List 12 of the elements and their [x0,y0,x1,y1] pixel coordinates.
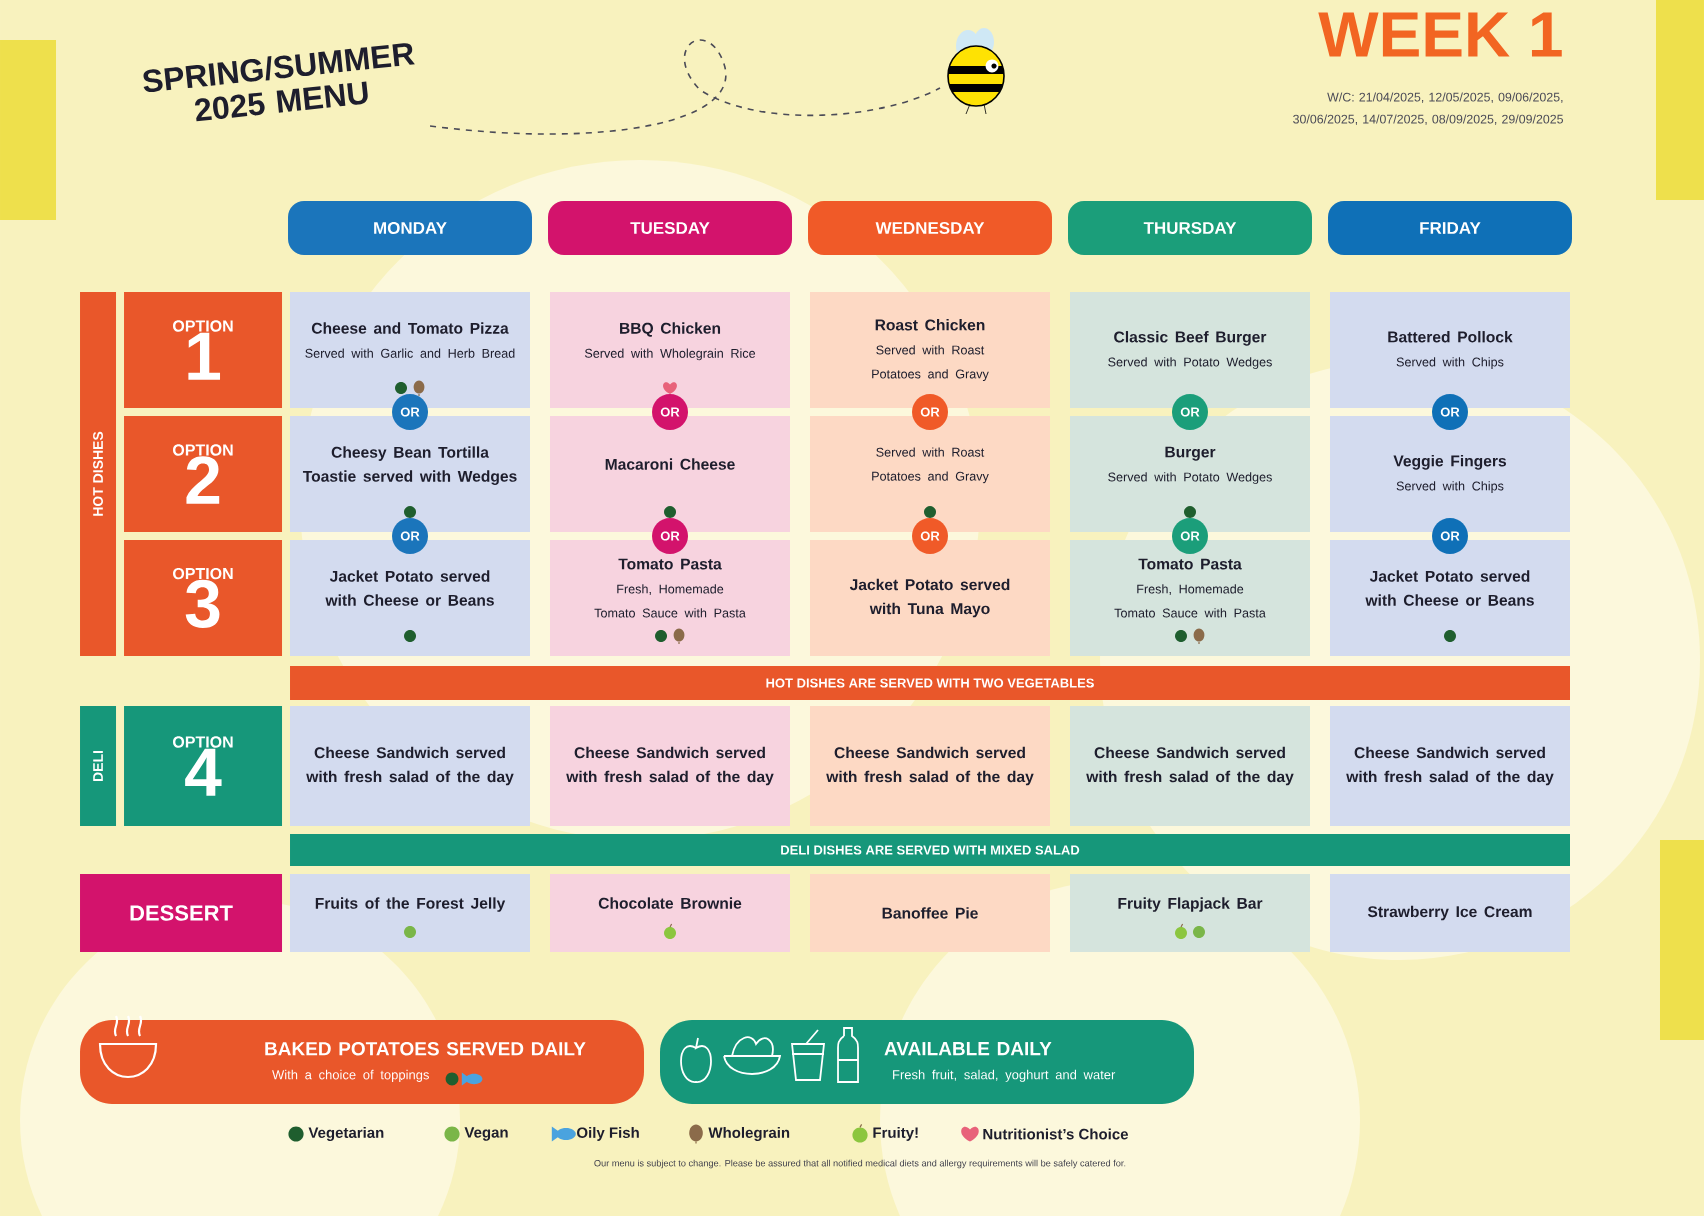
day-tab: FRIDAY [1328,201,1572,255]
option-box: OPTION 4 [124,706,282,826]
option-box: OPTION 3 [124,540,282,656]
week-heading: WEEK 1 [1318,12,1562,57]
day-tab: TUESDAY [548,201,792,255]
day-tab: THURSDAY [1068,201,1312,255]
section-band: DESSERT [80,874,282,952]
day-tab: WEDNESDAY [808,201,1052,255]
option-box: OPTION 1 [124,292,282,408]
title: SPRING/SUMMER 2025 MENU [143,43,415,122]
day-tab: MONDAY [288,201,532,255]
option-box: OPTION 2 [124,416,282,532]
